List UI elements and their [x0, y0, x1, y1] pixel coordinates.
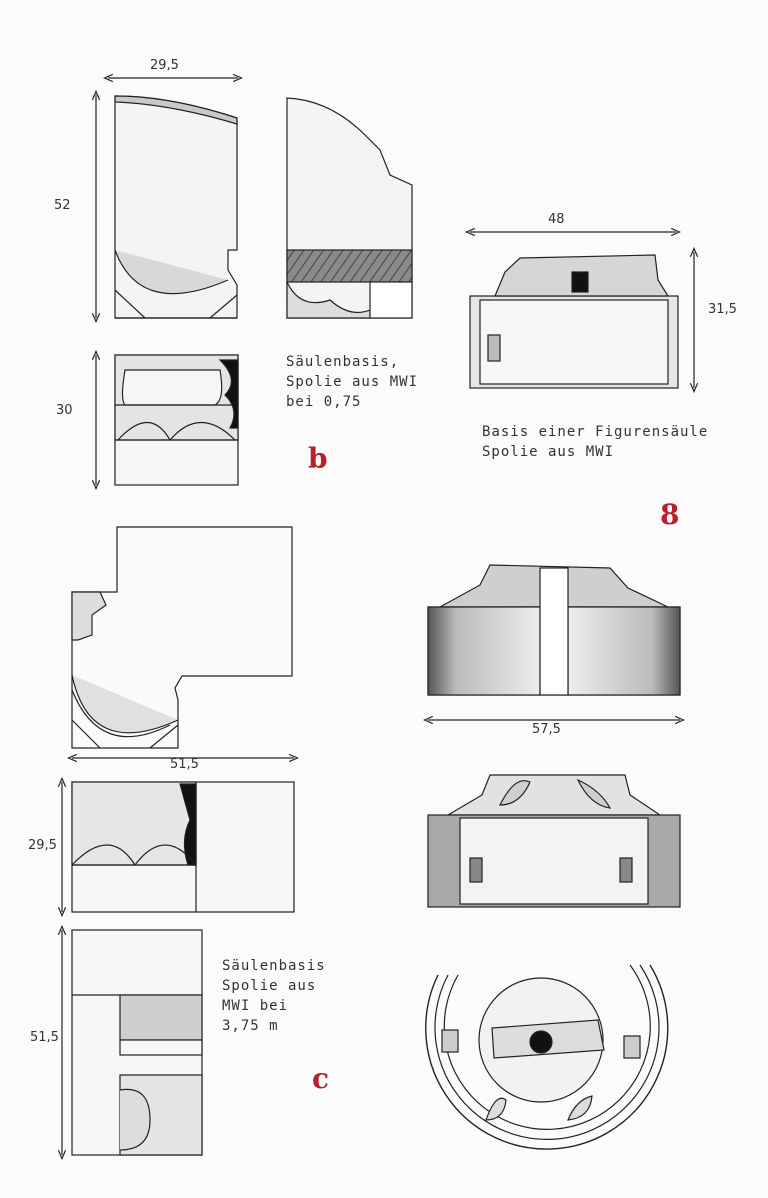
- 8-note-line-1: Basis einer Figurensäule: [482, 424, 709, 440]
- c-note-line-4: 3,75 m: [222, 1018, 279, 1034]
- 8-plan-outer-ring: [425, 964, 669, 1150]
- b-figure-label: b: [308, 442, 328, 475]
- 8-plan-dowel: [529, 1030, 553, 1054]
- drawing-c: [62, 526, 294, 1155]
- c-figure-label: c: [312, 1062, 330, 1095]
- c-note: Säulenbasis Spolie aus MWI bei 3,75 m: [222, 956, 326, 1036]
- drawing-8: [425, 232, 694, 1150]
- c-height-mid-label: 29,5: [28, 838, 57, 853]
- 8-dowel-hole: [571, 271, 589, 293]
- 8-leaf-capital: [445, 774, 662, 816]
- b-note-line-3: bei 0,75: [286, 394, 362, 410]
- b-height-lower-label: 30: [56, 403, 73, 418]
- 8-section-width-label: 57,5: [532, 722, 561, 737]
- 8-height-label: 31,5: [708, 302, 737, 317]
- b-side-hatched-band: [286, 249, 413, 283]
- 8-figure-label: 8: [660, 498, 680, 531]
- b-front-top-break: [114, 95, 238, 125]
- b-height-upper-label: 52: [54, 198, 71, 213]
- 8-width-label: 48: [548, 212, 565, 227]
- c-note-line-1: Säulenbasis: [222, 958, 326, 974]
- 8-central-void: [539, 567, 569, 696]
- c-note-line-3: MWI bei: [222, 998, 289, 1014]
- c-height-bottom-label: 51,5: [30, 1030, 59, 1045]
- c-plan-width-label: 51,5: [170, 757, 199, 772]
- c-plan-torus: [71, 674, 179, 734]
- c-note-line-2: Spolie aus: [222, 978, 317, 994]
- drawing-b: [96, 78, 413, 485]
- b-note-line-1: Säulenbasis,: [286, 354, 400, 370]
- 8-note-line-2: Spolie aus MWI: [482, 444, 615, 460]
- b-note: Säulenbasis, Spolie aus MWI bei 0,75: [286, 352, 418, 412]
- b-width-label: 29,5: [150, 58, 179, 73]
- 8-note: Basis einer Figurensäule Spolie aus MWI: [482, 422, 708, 462]
- b-torus: [114, 249, 229, 295]
- b-note-line-2: Spolie aus MWI: [286, 374, 419, 390]
